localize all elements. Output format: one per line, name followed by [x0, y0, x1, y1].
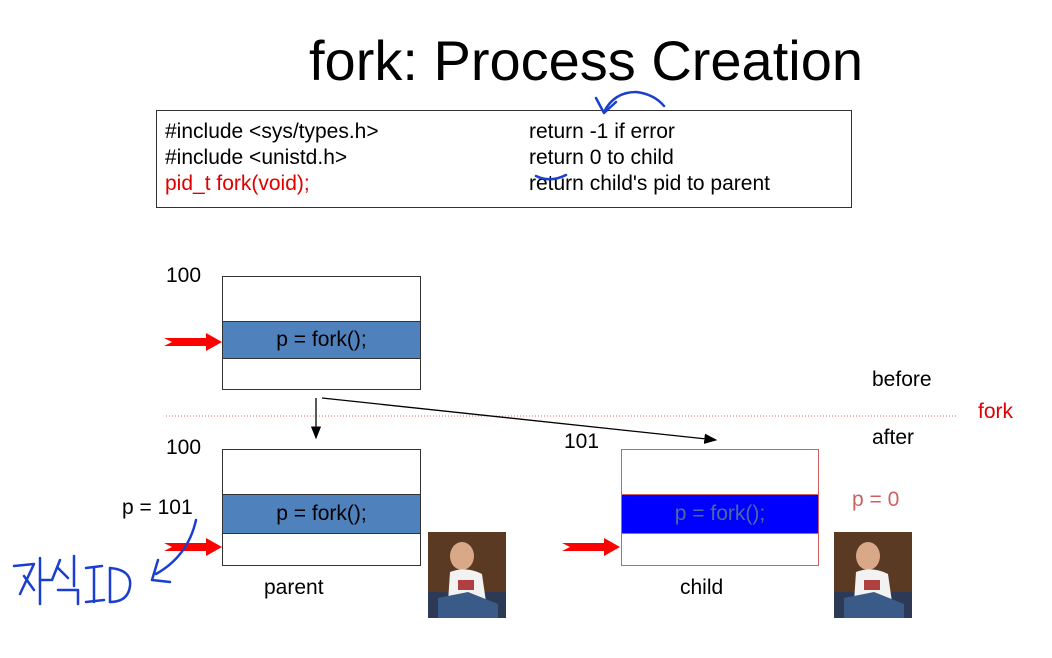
ink-parent-pid-arrow: [154, 518, 198, 576]
parent-pid-after-label: 100: [166, 436, 202, 459]
code-box: #include <sys/types.h> #include <unistd.…: [156, 110, 852, 208]
include-types-line: #include <sys/types.h>: [165, 120, 379, 143]
child-person-photo: [834, 532, 912, 618]
pc-arrow-child: [562, 538, 620, 556]
fork-prototype-line: pid_t fork(void);: [165, 172, 310, 195]
parent-memory-after: p = fork();: [222, 449, 421, 566]
ink-underline-zero: [534, 173, 568, 181]
fork-divider-label: fork: [978, 400, 1014, 423]
pc-arrow-before: [164, 333, 222, 351]
fork-call-parent: p = fork();: [223, 494, 420, 534]
parent-p-value-label: p = 101: [122, 496, 193, 519]
ink-parent-pid-arrowhead: [150, 558, 172, 584]
before-label: before: [872, 368, 932, 391]
return-child-line: return 0 to child: [529, 146, 674, 169]
pc-arrow-parent: [164, 538, 222, 556]
parent-caption: parent: [264, 576, 324, 599]
ink-arrowhead-title: [594, 96, 618, 115]
slide-title: fork: Process Creation: [309, 29, 863, 92]
parent-pid-before-label: 100: [166, 264, 202, 287]
ink-curve-arrow-title: [602, 90, 666, 114]
return-error-line: return -1 if error: [529, 120, 675, 143]
after-label: after: [872, 426, 915, 449]
include-unistd-line: #include <unistd.h>: [165, 146, 348, 169]
parent-memory-before: p = fork();: [222, 276, 421, 390]
ink-handwritten-note: [12, 554, 132, 606]
fork-call-before: p = fork();: [223, 321, 420, 359]
child-creation-arrow: [321, 397, 718, 444]
child-pid-label: 101: [564, 430, 600, 453]
parent-person-photo: [428, 532, 506, 618]
return-parent-line: return child's pid to parent: [529, 172, 770, 195]
fork-call-child: p = fork();: [622, 494, 818, 534]
child-caption: child: [680, 576, 724, 599]
child-p-value-label: p = 0: [852, 488, 900, 511]
child-memory-after: p = fork();: [621, 449, 819, 566]
